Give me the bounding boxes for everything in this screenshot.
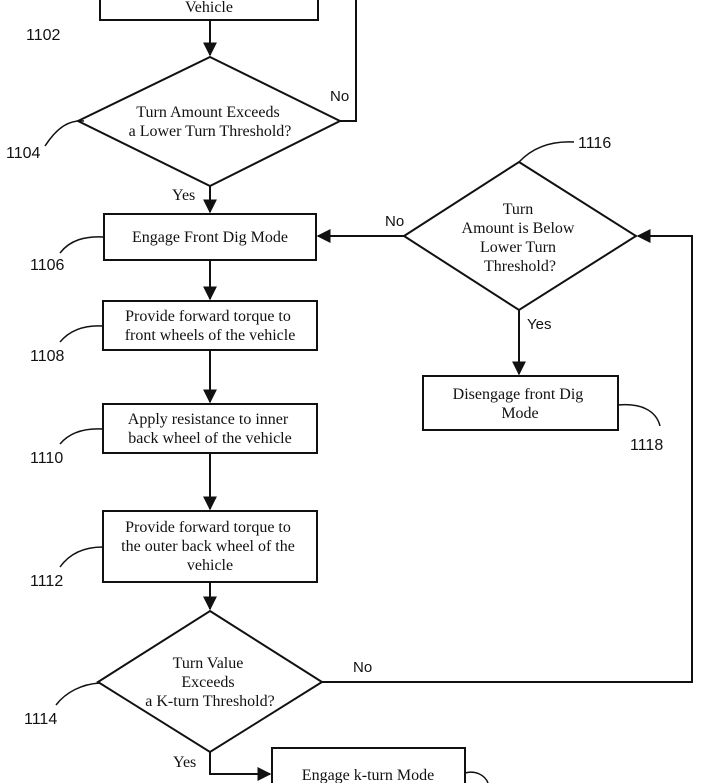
ref-1112: 1112	[30, 573, 63, 590]
edge-label-1116-no: No	[385, 213, 404, 230]
leader-1106	[59, 236, 105, 254]
label-1118-line-2: Mode	[501, 405, 538, 422]
label-1108: Provide forward torque to front wheels o…	[125, 308, 296, 344]
label-1118-line-1: Disengage front Dig	[453, 386, 584, 403]
edge-1114-yes-to-1120	[209, 752, 272, 781]
label-1110-line-1: Apply resistance to inner	[128, 411, 289, 428]
edge-label-1116-yes: Yes	[527, 316, 551, 333]
label-1110-line-2: back wheel of the vehicle	[128, 430, 291, 447]
ref-1118: 1118	[630, 437, 663, 454]
label-1114: Turn Value Exceeds a K-turn Threshold?	[145, 655, 274, 710]
label-1104-line-2: a Lower Turn Threshold?	[129, 123, 292, 140]
label-1104-line-1: Turn Amount Exceeds	[136, 104, 279, 121]
edge-1114-no-to-1116	[322, 229, 693, 683]
label-1116-line-4: Threshold?	[484, 258, 556, 275]
edge-label-1104-yes: Yes	[172, 187, 195, 204]
label-1112-line-1: Provide forward torque to	[125, 519, 291, 536]
box-1112	[102, 510, 318, 583]
edge-label-1114-yes: Yes	[173, 754, 196, 771]
ref-1116: 1116	[578, 135, 611, 152]
label-1120: Engage k-turn Mode	[302, 767, 434, 783]
leader-1108	[59, 325, 104, 343]
label-1116-line-1: Turn	[503, 201, 534, 218]
label-1112: Provide forward torque to the outer back…	[121, 519, 299, 574]
edge-1104-no-loop	[340, 0, 357, 122]
label-1114-line-3: a K-turn Threshold?	[145, 693, 274, 710]
label-1108-line-2: front wheels of the vehicle	[125, 327, 296, 344]
label-1118: Disengage front Dig Mode	[453, 386, 588, 422]
label-1102: Vehicle	[185, 0, 233, 16]
leader-1104	[44, 120, 85, 147]
ref-1104: 1104	[6, 145, 41, 162]
ref-1110: 1110	[30, 450, 63, 467]
label-1116-line-3: Lower Turn	[480, 239, 556, 256]
ref-1114: 1114	[24, 711, 57, 728]
leader-1120	[464, 771, 489, 783]
edge-label-1104-no: No	[330, 88, 349, 105]
label-1116-line-2: Amount is Below	[462, 220, 575, 237]
ref-1108: 1108	[30, 348, 65, 365]
box-1118	[422, 375, 619, 431]
label-1110: Apply resistance to inner back wheel of …	[128, 411, 292, 447]
leader-1112	[59, 546, 104, 568]
label-1114-line-2: Exceeds	[181, 674, 234, 691]
label-1120-line-1: Engage k-turn Mode	[302, 767, 434, 783]
label-1106: Engage Front Dig Mode	[132, 229, 288, 246]
label-1108-line-1: Provide forward torque to	[125, 308, 291, 325]
box-1120	[271, 747, 466, 783]
label-1102-line-1: Vehicle	[185, 0, 233, 16]
ref-1106: 1106	[30, 257, 65, 274]
leader-1110	[59, 428, 104, 445]
ref-1102: 1102	[26, 27, 61, 44]
label-1116: Turn Amount is Below Lower Turn Threshol…	[462, 201, 579, 275]
box-1110	[102, 403, 318, 454]
label-1106-line-1: Engage Front Dig Mode	[132, 229, 288, 246]
label-1104: Turn Amount Exceeds a Lower Turn Thresho…	[129, 104, 292, 140]
edge-label-1114-no: No	[353, 659, 372, 676]
leader-1114	[55, 682, 101, 706]
box-1106	[103, 213, 317, 261]
leader-1118	[617, 403, 661, 427]
label-1114-line-1: Turn Value	[173, 655, 244, 672]
leader-1116	[518, 141, 575, 163]
label-1112-line-2: the outer back wheel of the	[121, 538, 295, 555]
diamond-1104	[75, 55, 343, 188]
label-1112-line-3: vehicle	[187, 557, 233, 574]
